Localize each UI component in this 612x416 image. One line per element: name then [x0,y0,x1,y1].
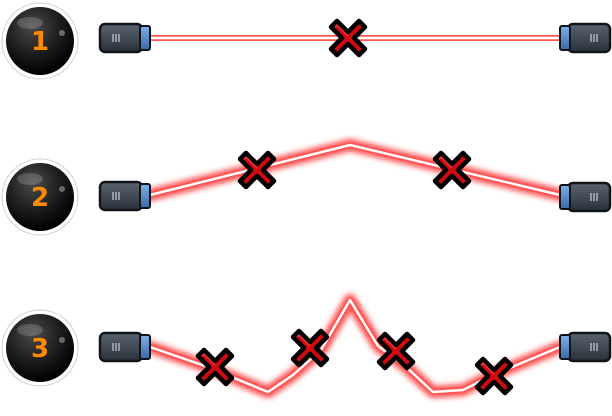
level-number: 3 [31,334,49,364]
level-row-3: 3 [1,294,612,398]
laser-emitter-right-icon[interactable] [558,22,612,54]
level-row-1: 1 [1,2,612,80]
laser-emitter-right-icon[interactable] [558,331,612,363]
level-number: 2 [31,183,49,213]
laser-emitter-left-icon[interactable] [98,180,152,212]
level-row-2: 2 [1,139,612,236]
level-badge-icon: 2 [1,158,79,236]
laser-emitter-left-icon[interactable] [98,22,152,54]
level-number: 1 [31,27,49,57]
level-badge-icon: 1 [1,2,79,80]
laser-beam [144,294,566,398]
laser-emitter-left-icon[interactable] [98,331,152,363]
laser-emitter-right-icon[interactable] [558,181,612,213]
laser-beam [144,139,566,201]
level-badge-icon: 3 [1,309,79,387]
